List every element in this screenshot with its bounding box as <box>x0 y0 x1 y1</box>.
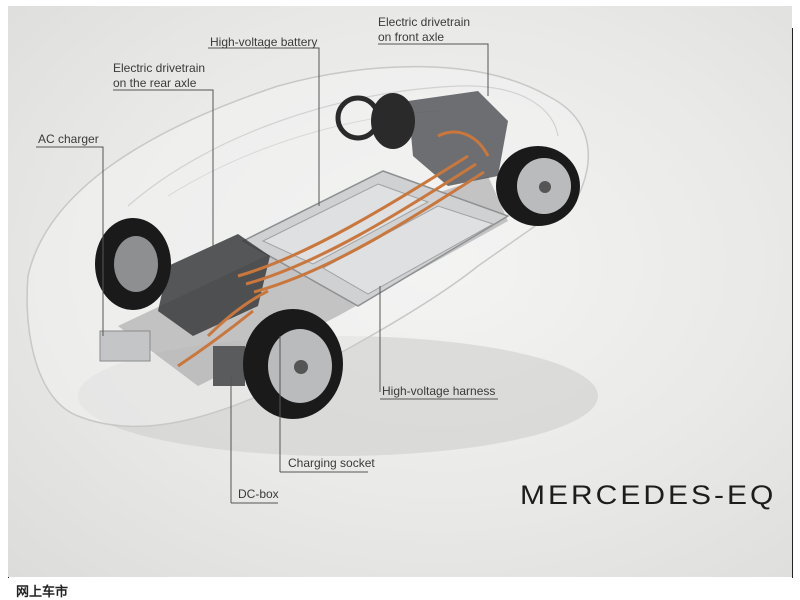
label-front-axle-line2: on front axle <box>378 30 445 44</box>
label-rear-axle-line2: on the rear axle <box>113 76 197 90</box>
chassis-drawing <box>26 43 598 504</box>
ac-charger-box <box>99 330 151 362</box>
wheel-rear-right <box>243 309 343 419</box>
label-charging-socket: Charging socket <box>288 456 375 470</box>
vehicle-illustration: Electric drivetrain on front axle High-v… <box>8 6 792 577</box>
label-front-axle: Electric drivetrain on front axle <box>378 15 470 45</box>
leader-lines <box>36 43 498 504</box>
label-front-axle-line1: Electric drivetrain <box>378 15 471 29</box>
watermark: 网上车市 <box>16 585 69 600</box>
car-roof-line <box>127 85 559 207</box>
label-battery: High-voltage battery <box>210 35 318 49</box>
battery-module-right <box>321 205 495 295</box>
leader-ac-charger <box>36 146 104 336</box>
wheel-rear-left <box>95 218 171 310</box>
wheel-front-right <box>496 146 580 226</box>
front-drivetrain-block <box>408 91 508 186</box>
dc-box-unit <box>213 346 245 386</box>
label-ac-charger: AC charger <box>38 132 99 146</box>
label-dc-box: DC-box <box>238 487 279 501</box>
leader-battery <box>208 47 320 206</box>
frame-corner-right <box>792 28 793 578</box>
leader-front-axle <box>378 43 489 96</box>
label-rear-axle: Electric drivetrain on the rear axle <box>113 61 205 91</box>
brand-logo: MERCEDES-EQ <box>520 480 777 511</box>
wheel-front-left <box>371 93 415 149</box>
label-harness: High-voltage harness <box>382 384 496 398</box>
high-voltage-cables <box>177 130 490 368</box>
label-rear-axle-line1: Electric drivetrain <box>113 61 206 75</box>
leader-rear-axle <box>113 89 214 256</box>
rear-drivetrain-block <box>158 234 270 336</box>
